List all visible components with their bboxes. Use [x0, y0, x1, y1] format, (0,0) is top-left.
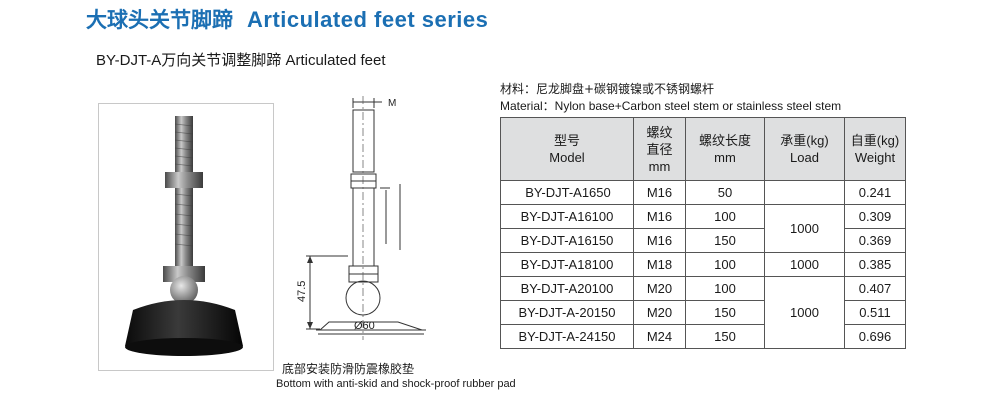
label-thread: M — [388, 98, 396, 109]
table-row: BY-DJT-A16100 M16 100 1000 0.309 — [500, 204, 906, 253]
cell-length: 100 — [685, 204, 765, 229]
cell-thread: M16 — [633, 180, 686, 205]
technical-drawing: M 47.5 Ø60 — [296, 92, 456, 348]
cell-weight: 0.407 — [844, 276, 906, 301]
cell-load: 1000 — [764, 204, 845, 253]
title-en: Articulated feet series — [247, 7, 489, 32]
header-load-cn: 承重(kg) — [780, 133, 829, 148]
cell-length: 100 — [685, 252, 765, 277]
material-en: Material：Nylon base+Carbon steel stem or… — [500, 99, 842, 113]
table-row: BY-DJT-A16150 M16 150 0.369 — [500, 228, 906, 253]
cell-weight: 0.309 — [844, 204, 906, 229]
cell-thread: M18 — [633, 252, 686, 277]
product-name: BY-DJT-A万向关节调整脚蹄 Articulated feet — [96, 52, 386, 69]
cell-length: 100 — [685, 276, 765, 301]
cell-model: BY-DJT-A-20150 — [500, 300, 634, 325]
table-row: BY-DJT-A18100 M18 100 1000 0.385 — [500, 252, 906, 277]
header-load-en: Load — [790, 150, 819, 165]
cell-thread: M20 — [633, 276, 686, 301]
cell-thread: M16 — [633, 228, 686, 253]
base-note-cn: 底部安装防滑防震橡胶垫 — [282, 362, 415, 376]
header-thread-cn: 螺纹 — [646, 124, 673, 140]
table-row: BY-DJT-A-24150 M24 150 0.696 — [500, 324, 906, 349]
header-model-cn: 型号 — [553, 133, 580, 148]
cell-thread: M20 — [633, 300, 686, 325]
header-model: 型号 Model — [500, 117, 634, 181]
cell-length: 50 — [685, 180, 765, 205]
header-thread-en: mm — [648, 158, 671, 174]
cell-model: BY-DJT-A1650 — [500, 180, 634, 205]
table-row: BY-DJT-A20100 M20 100 1000 0.407 — [500, 276, 906, 349]
header-length-cn: 螺纹长度 — [698, 133, 751, 148]
header-weight-en: Weight — [854, 150, 896, 165]
cell-length: 150 — [685, 324, 765, 349]
header-length: 螺纹长度 mm — [685, 117, 765, 181]
cell-model: BY-DJT-A16150 — [500, 228, 634, 253]
title-cn: 大球头关节脚蹄 — [86, 8, 233, 32]
product-photo — [98, 103, 274, 371]
cell-weight: 0.696 — [844, 324, 906, 349]
page-title: 大球头关节脚蹄 Articulated feet series — [86, 4, 488, 34]
cell-thread: M16 — [633, 204, 686, 229]
material-cn: 材料：尼龙脚盘+碳钢镀镍或不锈钢螺杆 — [500, 82, 715, 96]
cell-load: 1000 — [764, 252, 845, 277]
cell-load: 1000 — [764, 276, 845, 349]
spec-table: 型号 Model 螺纹 直径 mm 螺纹长度 mm 承重(kg) Load 自重… — [500, 117, 906, 349]
dimension-drawing-svg: M 47.5 Ø60 — [296, 96, 426, 340]
cell-model: BY-DJT-A18100 — [500, 252, 634, 277]
header-weight: 自重(kg) Weight — [844, 117, 906, 181]
cell-weight: 0.385 — [844, 252, 906, 277]
cell-weight: 0.369 — [844, 228, 906, 253]
table-header-row: 型号 Model 螺纹 直径 mm 螺纹长度 mm 承重(kg) Load 自重… — [500, 117, 906, 181]
header-thread: 螺纹 直径 mm — [633, 117, 686, 181]
header-length-en: mm — [714, 150, 736, 165]
cell-load-empty — [764, 180, 845, 205]
table-row: BY-DJT-A-20150 M20 150 0.511 — [500, 300, 906, 325]
articulated-foot-photo — [125, 116, 243, 356]
cell-thread: M24 — [633, 324, 686, 349]
cell-weight: 0.511 — [844, 300, 906, 325]
cell-length: 150 — [685, 300, 765, 325]
header-thread-cn2: 直径 — [646, 141, 673, 157]
label-height: 47.5 — [296, 281, 308, 302]
base-note-en: Bottom with anti-skid and shock-proof ru… — [276, 378, 516, 390]
header-load: 承重(kg) Load — [764, 117, 845, 181]
header-model-en: Model — [549, 150, 585, 165]
cell-length: 150 — [685, 228, 765, 253]
table-row: BY-DJT-A1650 M16 50 0.241 — [500, 180, 906, 205]
cell-weight: 0.241 — [844, 180, 906, 205]
cell-model: BY-DJT-A20100 — [500, 276, 634, 301]
cell-model: BY-DJT-A16100 — [500, 204, 634, 229]
header-weight-cn: 自重(kg) — [850, 133, 900, 148]
cell-model: BY-DJT-A-24150 — [500, 324, 634, 349]
label-diameter: Ø60 — [354, 320, 375, 332]
